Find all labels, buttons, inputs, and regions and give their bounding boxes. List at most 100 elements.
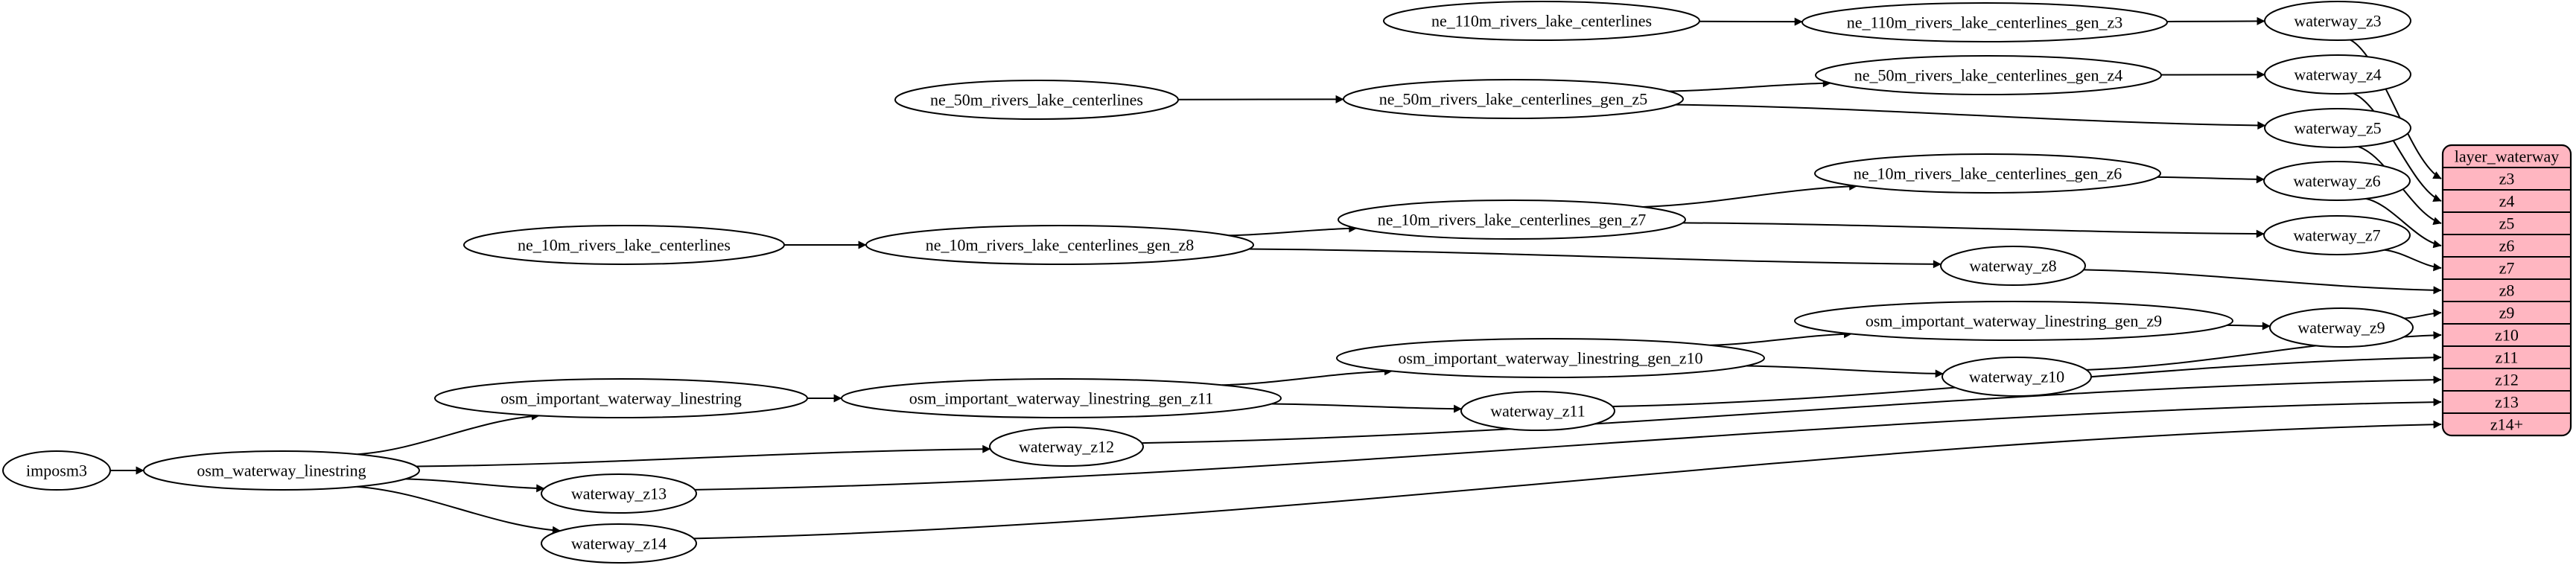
node-ellipse <box>1460 391 1615 431</box>
node-ellipse <box>894 80 1179 120</box>
edge-waterway-z6-to-row-z6 <box>2365 197 2442 249</box>
edge-waterway-z13-to-row-z13 <box>694 398 2442 491</box>
node-ellipse <box>1941 357 2092 397</box>
table-row-z8: z8 <box>2499 281 2515 300</box>
node-label: imposm3 <box>26 462 87 480</box>
node-waterway-z12: waterway_z12 <box>989 427 1144 467</box>
node-label: waterway_z5 <box>2294 119 2381 138</box>
edge-waterway-z3-to-row-z3 <box>2350 39 2442 179</box>
edge-waterway-z9-to-row-z9 <box>2404 309 2442 319</box>
node-ne-110m-rivers-lake-centerlines: ne_110m_rivers_lake_centerlines <box>1383 1 1700 41</box>
edge-ne-10m-rivers-lake-centerlines-gen-z7-to-ne-10m-rivers-lake-centerlines-gen-z6 <box>1642 182 1858 208</box>
edge-osm-waterway-linestring-to-waterway-z12 <box>416 444 991 468</box>
table-row-z13: z13 <box>2495 393 2519 412</box>
node-ellipse <box>1343 79 1684 119</box>
node-ne-10m-rivers-lake-centerlines-gen-z7: ne_10m_rivers_lake_centerlines_gen_z7 <box>1338 200 1686 240</box>
node-label: osm_important_waterway_linestring_gen_z1… <box>1398 349 1702 368</box>
node-osm-important-waterway-linestring-gen-z9: osm_important_waterway_linestring_gen_z9 <box>1794 301 2233 341</box>
node-ellipse <box>2263 215 2411 255</box>
edge-osm-important-waterway-linestring-gen-z11-to-waterway-z11 <box>1271 403 1463 413</box>
table-row-z9: z9 <box>2499 304 2515 322</box>
edge-waterway-z8-to-row-z8 <box>2083 269 2442 295</box>
node-ellipse <box>1815 55 2162 95</box>
node-label: osm_important_waterway_linestring_gen_z9 <box>1866 312 2162 331</box>
edge-osm-waterway-linestring-to-osm-important-waterway-linestring <box>357 412 540 456</box>
node-ellipse <box>2 450 111 491</box>
node-ellipse <box>434 378 808 418</box>
node-osm-important-waterway-linestring-gen-z11: osm_important_waterway_linestring_gen_z1… <box>841 378 1282 418</box>
node-ellipse <box>541 473 697 514</box>
node-label: ne_10m_rivers_lake_centerlines_gen_z6 <box>1854 165 2122 183</box>
node-label: waterway_z8 <box>1969 257 2056 275</box>
table-row-z5: z5 <box>2499 214 2515 233</box>
edge-osm-waterway-linestring-to-waterway-z13 <box>405 478 545 493</box>
node-waterway-z6: waterway_z6 <box>2263 161 2411 201</box>
node-label: waterway_z13 <box>571 485 667 503</box>
node-label: waterway_z7 <box>2293 226 2380 245</box>
node-ellipse <box>1801 2 2168 42</box>
node-ellipse <box>1383 1 1700 41</box>
edge-ne-110m-rivers-lake-centerlines-gen-z3-to-waterway-z3 <box>2166 16 2265 25</box>
node-waterway-z9: waterway_z9 <box>2269 307 2414 348</box>
node-ellipse <box>1814 153 2161 194</box>
node-ne-50m-rivers-lake-centerlines: ne_50m_rivers_lake_centerlines <box>894 80 1179 120</box>
node-osm-important-waterway-linestring: osm_important_waterway_linestring <box>434 378 808 418</box>
node-label: waterway_z4 <box>2294 66 2381 84</box>
node-label: ne_50m_rivers_lake_centerlines <box>930 91 1143 109</box>
node-ellipse <box>865 225 1254 265</box>
edge-ne-10m-rivers-lake-centerlines-gen-z8-to-waterway-z8 <box>1248 248 1941 269</box>
table-row-z4: z4 <box>2499 192 2515 211</box>
node-label: ne_110m_rivers_lake_centerlines_gen_z3 <box>1847 13 2123 32</box>
node-ellipse <box>2264 108 2411 148</box>
table-row-z11: z11 <box>2496 348 2519 367</box>
node-imposm3: imposm3 <box>2 450 111 491</box>
node-label: waterway_z11 <box>1490 402 1585 421</box>
node-label: ne_10m_rivers_lake_centerlines_gen_z7 <box>1378 211 1646 229</box>
node-label: waterway_z14 <box>571 535 667 553</box>
edge-waterway-z14-to-row-z14 <box>693 420 2442 540</box>
edge-waterway-z7-to-row-z7 <box>2384 249 2442 272</box>
node-waterway-z7: waterway_z7 <box>2263 215 2411 255</box>
table-row-z7: z7 <box>2499 259 2515 278</box>
node-waterway-z5: waterway_z5 <box>2264 108 2411 148</box>
node-label: ne_110m_rivers_lake_centerlines <box>1431 12 1652 31</box>
node-ellipse <box>1940 246 2086 286</box>
node-ne-50m-rivers-lake-centerlines-gen-z4: ne_50m_rivers_lake_centerlines_gen_z4 <box>1815 55 2162 95</box>
node-label: osm_important_waterway_linestring <box>500 389 742 408</box>
node-ne-10m-rivers-lake-centerlines-gen-z8: ne_10m_rivers_lake_centerlines_gen_z8 <box>865 225 1254 265</box>
node-waterway-z4: waterway_z4 <box>2264 54 2411 95</box>
edge-waterway-z4-to-row-z4 <box>2353 92 2442 202</box>
node-label: waterway_z9 <box>2297 319 2385 337</box>
node-label: waterway_z10 <box>1969 368 2064 386</box>
node-ellipse <box>143 450 420 491</box>
node-label: waterway_z12 <box>1019 438 1114 456</box>
node-waterway-z8: waterway_z8 <box>1940 246 2086 286</box>
node-label: ne_50m_rivers_lake_centerlines_gen_z4 <box>1854 66 2122 85</box>
node-ellipse <box>541 523 697 564</box>
node-ellipse <box>1338 200 1686 240</box>
node-waterway-z11: waterway_z11 <box>1460 391 1615 431</box>
edge-osm-important-waterway-linestring-gen-z9-to-waterway-z9 <box>2227 322 2271 331</box>
node-waterway-z14: waterway_z14 <box>541 523 697 564</box>
node-ellipse <box>2264 54 2411 95</box>
edge-osm-important-waterway-linestring-gen-z11-to-osm-important-waterway-linestring-gen-z10 <box>1221 367 1393 386</box>
edge-ne-50m-rivers-lake-centerlines-gen-z5-to-waterway-z5 <box>1675 103 2266 130</box>
edge-ne-50m-rivers-lake-centerlines-gen-z5-to-ne-50m-rivers-lake-centerlines-gen-z4 <box>1668 79 1831 92</box>
node-label: waterway_z6 <box>2293 172 2380 191</box>
node-ne-10m-rivers-lake-centerlines: ne_10m_rivers_lake_centerlines <box>463 225 785 265</box>
node-ellipse <box>2263 161 2411 201</box>
table-row-z10: z10 <box>2495 326 2519 345</box>
node-label: ne_50m_rivers_lake_centerlines_gen_z5 <box>1379 90 1647 109</box>
table-row-z3: z3 <box>2499 170 2515 188</box>
node-ne-110m-rivers-lake-centerlines-gen-z3: ne_110m_rivers_lake_centerlines_gen_z3 <box>1801 2 2168 42</box>
node-ne-10m-rivers-lake-centerlines-gen-z6: ne_10m_rivers_lake_centerlines_gen_z6 <box>1814 153 2161 194</box>
node-ellipse <box>2269 307 2414 348</box>
table-row-z12: z12 <box>2495 371 2519 389</box>
node-waterway-z3: waterway_z3 <box>2264 1 2411 41</box>
node-ellipse <box>2264 1 2411 41</box>
table-layer: layer_waterwayz3z4z5z6z7z8z9z10z11z12z13… <box>2441 144 2572 437</box>
edge-osm-important-waterway-linestring-gen-z10-to-waterway-z10 <box>1746 365 1944 378</box>
node-ellipse <box>1794 301 2233 341</box>
